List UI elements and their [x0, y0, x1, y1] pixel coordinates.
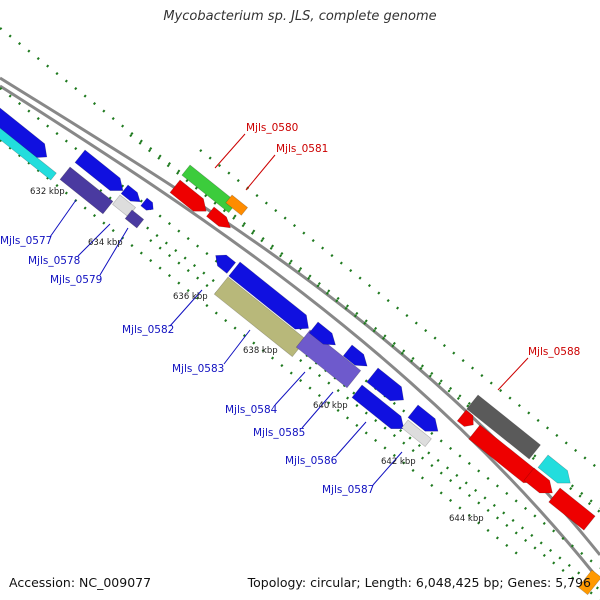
- leader-line: [497, 357, 529, 391]
- cds-block: [225, 194, 249, 216]
- gene-label: Mjls_0584: [225, 404, 278, 416]
- guide-ring: [99, 189, 600, 591]
- cds-block: [577, 569, 600, 596]
- leader-line: [99, 227, 129, 276]
- gene-label: Mjls_0585: [253, 427, 305, 439]
- gene-arrow: [342, 344, 368, 367]
- gene-arrow: [366, 367, 404, 402]
- leader-line: [223, 329, 251, 365]
- gene-arrow: [351, 384, 405, 430]
- gene-arrow: [456, 409, 474, 427]
- gene-arrow: [0, 107, 48, 159]
- cds-block: [59, 166, 114, 215]
- cds-block: [213, 276, 307, 358]
- backbone-inner: [0, 84, 597, 576]
- tick-label: 642 kbp: [381, 457, 416, 467]
- gene-label: Mjls_0582: [122, 324, 174, 336]
- gene-arrow: [74, 149, 124, 191]
- leader-line: [169, 289, 203, 327]
- tick-label: 634 kbp: [88, 238, 123, 248]
- cds-block: [548, 487, 596, 531]
- cds-block: [401, 419, 432, 447]
- tick-label: 640 kbp: [313, 401, 348, 411]
- guide-ring: [129, 134, 600, 513]
- leader-line: [214, 133, 246, 169]
- leader-line: [335, 421, 367, 457]
- leader-line: [372, 451, 403, 486]
- leader-line: [77, 223, 111, 257]
- tick-label: 632 kbp: [30, 187, 65, 197]
- map-title: Mycobacterium sp. JLS, complete genome: [163, 9, 437, 24]
- guide-ring: [0, 27, 600, 509]
- gene-label: Mjls_0578: [28, 255, 80, 267]
- gene-arrow: [169, 179, 207, 212]
- gene-label: Mjls_0587: [322, 484, 374, 496]
- accession-text: Accession: NC_009077: [9, 575, 152, 590]
- cds-block: [0, 127, 57, 181]
- leader-line: [49, 199, 77, 238]
- gene-label: Mjls_0579: [50, 274, 102, 286]
- leader-line: [301, 391, 334, 429]
- gene-arrow: [120, 184, 141, 203]
- cds-block: [181, 164, 238, 214]
- genome-summary-text: Topology: circular; Length: 6,048,425 bp…: [247, 575, 591, 590]
- gene-label: Mjls_0577: [0, 235, 52, 247]
- gene-arrow: [407, 404, 439, 432]
- gene-arrow: [228, 261, 309, 330]
- tick-label: 636 kbp: [173, 292, 208, 302]
- gene-label: Mjls_0588: [528, 346, 580, 358]
- gene-label: Mjls_0583: [172, 363, 224, 375]
- feature-layer: [0, 107, 600, 596]
- guide-ring: [199, 149, 600, 471]
- gene-label: Mjls_0581: [276, 143, 328, 155]
- gene-label: Mjls_0586: [285, 455, 338, 467]
- gene-label: Mjls_0580: [246, 122, 298, 134]
- gene-arrow: [523, 467, 553, 494]
- gene-arrow: [537, 454, 571, 484]
- cds-block: [466, 394, 541, 460]
- cds-block: [295, 329, 362, 389]
- gene-arrow: [308, 321, 336, 346]
- tick-label: 644 kbp: [449, 514, 484, 524]
- cds-block: [124, 209, 145, 229]
- leader-line: [274, 371, 306, 406]
- gene-arrow: [206, 206, 232, 229]
- leader-line: [245, 154, 276, 191]
- gene-arrow: [215, 254, 237, 274]
- tick-label: 638 kbp: [243, 346, 278, 356]
- gene-arrow: [140, 197, 154, 211]
- leader-layer: [49, 133, 529, 486]
